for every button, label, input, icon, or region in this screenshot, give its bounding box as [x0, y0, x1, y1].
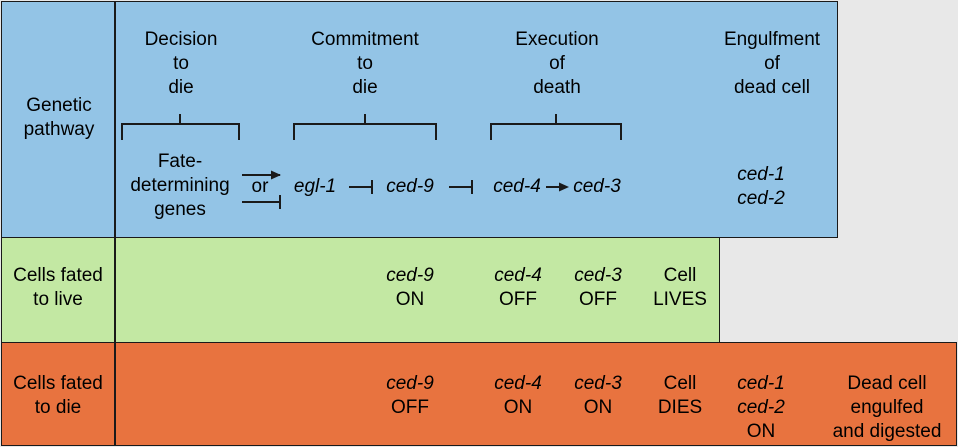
arrowhead-fate-to-egl1: [271, 170, 281, 180]
genetic-pathway-band: [1, 1, 838, 238]
arrowhead-ced4-to-ced3: [559, 182, 569, 192]
gene-ced-9: ced-9: [386, 176, 434, 197]
label-column-divider: [114, 1, 116, 446]
gene-ced-3: ced-3: [573, 176, 621, 197]
cells-fated-to-live-band: [1, 237, 720, 343]
or-label: or: [251, 176, 269, 197]
inhibition-fate-to-egl1: [242, 195, 281, 209]
execution-bracket: [490, 114, 622, 140]
cells-fated-to-die-band: [1, 342, 957, 446]
commitment-bracket: [293, 114, 437, 140]
decision-bracket: [121, 114, 240, 140]
inhibition-ced9-to-ced4: [449, 180, 473, 194]
inhibition-egl1-to-ced9: [349, 180, 373, 194]
gene-egl-1: egl-1: [293, 176, 337, 197]
gene-ced-4: ced-4: [493, 176, 541, 197]
